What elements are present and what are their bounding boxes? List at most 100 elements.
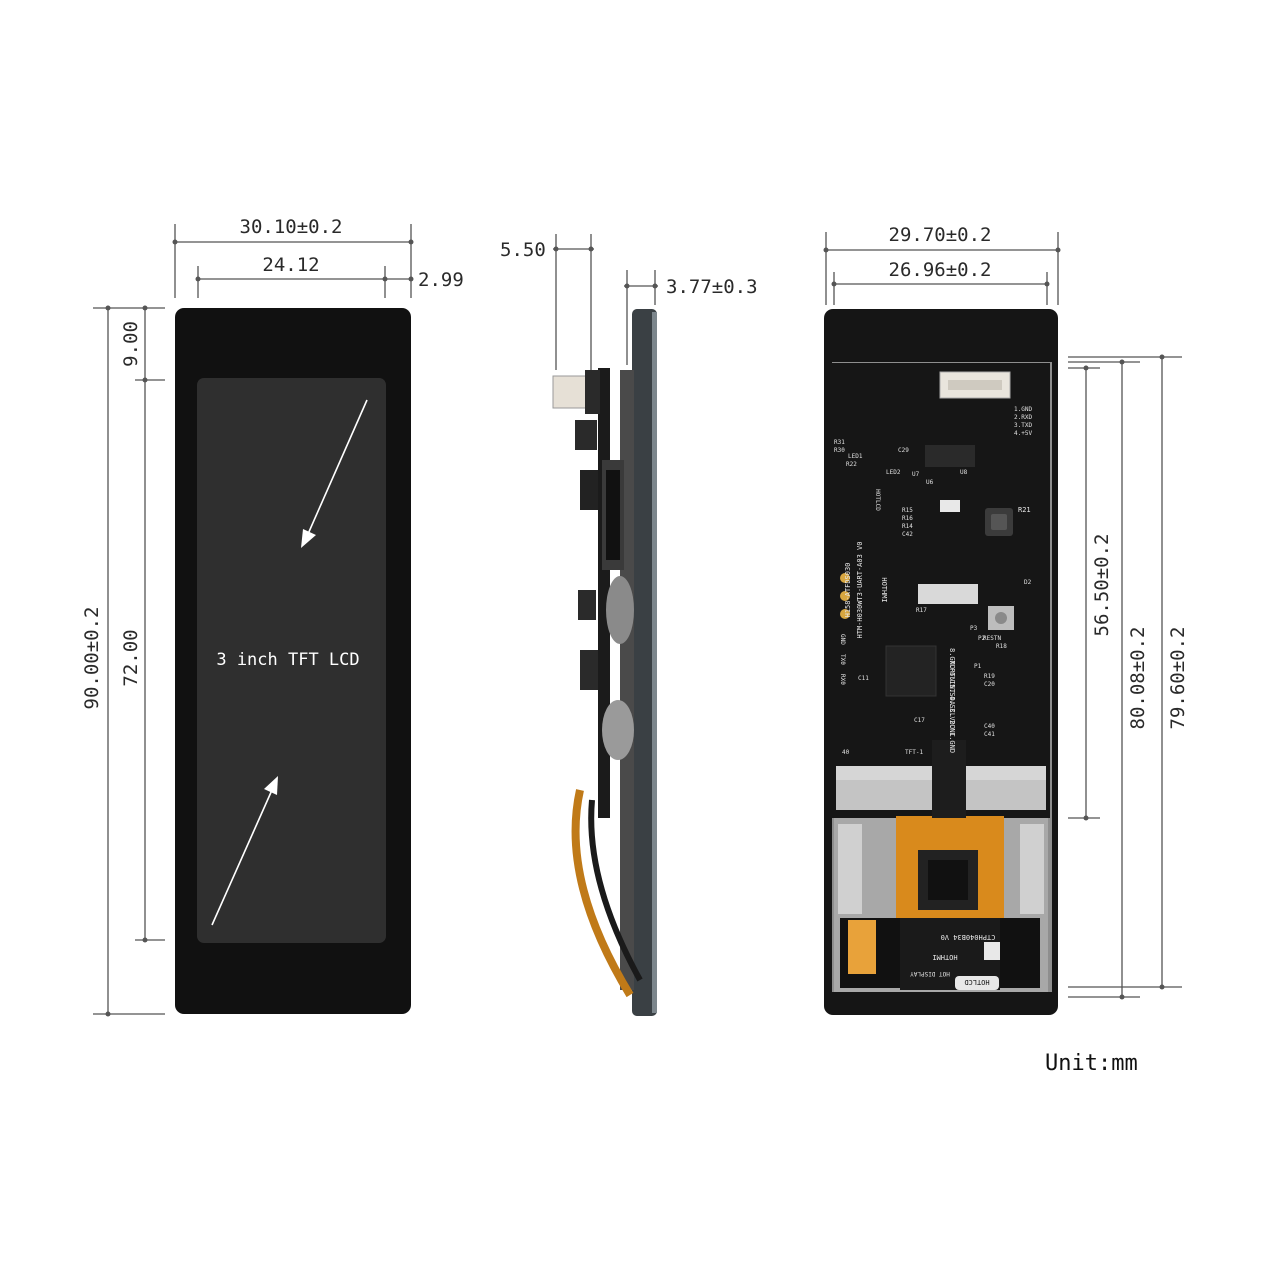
svg-text:5.SDA: 5.SDA [948, 684, 956, 706]
dim-side-connector-depth: 5.50 [500, 234, 594, 370]
svg-text:LED1: LED1 [848, 453, 863, 460]
svg-text:C17: C17 [914, 717, 925, 724]
svg-text:4.SCL: 4.SCL [948, 696, 956, 717]
dim-front-width-overall-label: 30.10±0.2 [240, 216, 343, 238]
reset-label: RESTN [983, 635, 1001, 642]
svg-text:R18: R18 [996, 643, 1007, 650]
dim-back-height-pcb: 56.50±0.2 [1068, 365, 1113, 821]
dim-front-width-active-label: 24.12 [262, 254, 319, 276]
screen-label: 3 inch TFT LCD [216, 650, 359, 670]
side-connector [552, 375, 590, 409]
svg-text:3.TXD: 3.TXD [1014, 422, 1032, 429]
dim-side-panel-thickness-label: 3.77±0.3 [666, 276, 758, 298]
lcd-connector [918, 584, 978, 604]
dim-front-width-active: 24.12 2.99 [195, 254, 464, 298]
side-flex-cable [571, 789, 634, 998]
svg-text:P3: P3 [970, 625, 978, 632]
svg-text:R22: R22 [846, 461, 857, 468]
svg-text:R17: R17 [916, 607, 927, 614]
board-logo: HOTLCD [874, 489, 881, 511]
fpc-brand-sub: HOT DISPLAY [910, 970, 950, 977]
dim-side-panel-thickness: 3.77±0.3 [624, 270, 758, 365]
dim-front-top-margin-label: 9.00 [120, 321, 142, 367]
dim-back-height-pcb-label: 56.50±0.2 [1091, 534, 1113, 637]
back-view: CTPH040B34 V0 HOTHMI HOT DISPLAY HOTLCD … [823, 224, 1189, 1015]
svg-text:U8: U8 [960, 469, 968, 476]
svg-text:2.RXD: 2.RXD [1014, 414, 1032, 421]
svg-text:4.+5V: 4.+5V [1014, 430, 1032, 437]
svg-text:GND: GND [839, 634, 846, 645]
svg-text:R31: R31 [834, 439, 845, 446]
svg-text:R14: R14 [902, 523, 913, 530]
dim-back-height-mid: 80.08±0.2 [1068, 359, 1149, 1000]
fpc-logo: HOTLCD [964, 978, 989, 986]
dim-back-width-overall: 29.70±0.2 [823, 224, 1061, 305]
tp-flex-cable [932, 740, 966, 818]
fpc-label: CTPH040B34 V0 [941, 933, 996, 941]
svg-text:P1: P1 [974, 663, 982, 670]
touch-arrow-up-icon [211, 776, 278, 926]
hothmi-logo-icon [984, 942, 1000, 960]
svg-text:C42: C42 [902, 531, 913, 538]
touch-arrow-down-icon [301, 399, 368, 548]
dim-back-width-overall-label: 29.70±0.2 [889, 224, 992, 246]
dim-side-connector-depth-label: 5.50 [500, 239, 546, 261]
svg-text:8.GND: 8.GND [948, 648, 956, 669]
dim-front-height-active-label: 72.00 [120, 629, 142, 686]
svg-text:U7: U7 [912, 471, 920, 478]
component-refs: R21 R22 R30 R31 LED1 LED2 C29 C11 C17 C2… [834, 439, 1032, 738]
pad-labels: GND TX0 RX0 [839, 634, 846, 685]
svg-text:LED2: LED2 [886, 469, 901, 476]
dim-back-height-mid-label: 80.08±0.2 [1127, 627, 1149, 730]
svg-text:C41: C41 [984, 731, 995, 738]
front-view: 3 inch TFT LCD 30.10±0.2 24.12 2.99 [81, 216, 464, 1017]
side-glass-panel [632, 309, 657, 1016]
svg-text:D2: D2 [1024, 579, 1032, 586]
dim-front-active-area: 9.00 72.00 [120, 305, 165, 943]
svg-text:7.RTN: 7.RTN [948, 660, 956, 681]
svg-text:TX0: TX0 [839, 654, 846, 665]
dim-front-width-overall: 30.10±0.2 [172, 216, 414, 298]
svg-text:1.GND: 1.GND [948, 732, 956, 753]
svg-text:R16: R16 [902, 515, 913, 522]
side-view: 5.50 3.77±0.3 [500, 234, 758, 1016]
board-id: HTM-H030WT3-UART-A03 V0 [856, 542, 864, 639]
svg-text:R30: R30 [834, 447, 845, 454]
dim-back-height-back-label: 79.60±0.2 [1167, 627, 1189, 730]
dim-back-width-pcb: 26.96±0.2 [831, 259, 1050, 305]
dim-front-right-margin-label: 2.99 [418, 269, 464, 291]
svg-text:R15: R15 [902, 507, 913, 514]
main-ic [885, 645, 937, 697]
flex-gold-fingers [848, 920, 876, 974]
pad-tx0 [840, 591, 850, 601]
svg-text:6.INT: 6.INT [948, 672, 956, 694]
board-model: H158-ATFDS030 [844, 563, 852, 618]
front-screen [197, 378, 386, 943]
dim-back-height-back: 79.60±0.2 [1068, 354, 1189, 990]
connector-mark-40: 40 [842, 749, 850, 756]
uart-pin-labels: 1.GND 2.RXD 3.TXD 4.+5V [1014, 406, 1032, 437]
svg-text:C20: C20 [984, 681, 995, 688]
svg-text:C40: C40 [984, 723, 995, 730]
dim-back-width-pcb-label: 26.96±0.2 [889, 259, 992, 281]
dim-front-height-overall: 90.00±0.2 [81, 305, 165, 1017]
fpc-brand: HOTHMI [932, 953, 957, 961]
svg-text:RX0: RX0 [839, 674, 846, 685]
dim-front-height-overall-label: 90.00±0.2 [81, 607, 103, 710]
board-brand: HOTHMI [880, 577, 888, 602]
svg-text:R21: R21 [1018, 506, 1031, 514]
tp-pin-labels: 8.GND 7.RTN 6.INT 5.SDA 4.SCL 3.VDD 2.NC… [948, 648, 956, 753]
unit-label: Unit:mm [1045, 1051, 1138, 1076]
svg-text:1.GND: 1.GND [1014, 406, 1032, 413]
svg-text:P2: P2 [978, 635, 986, 642]
connector-mark-tft: TFT-1 [905, 749, 923, 756]
svg-text:R19: R19 [984, 673, 995, 680]
svg-text:2.NC: 2.NC [948, 720, 956, 737]
pad-gnd [840, 573, 850, 583]
svg-text:U6: U6 [926, 479, 934, 486]
pad-rx0 [840, 609, 850, 619]
svg-text:3.VDD: 3.VDD [948, 708, 956, 729]
svg-text:C29: C29 [898, 447, 909, 454]
